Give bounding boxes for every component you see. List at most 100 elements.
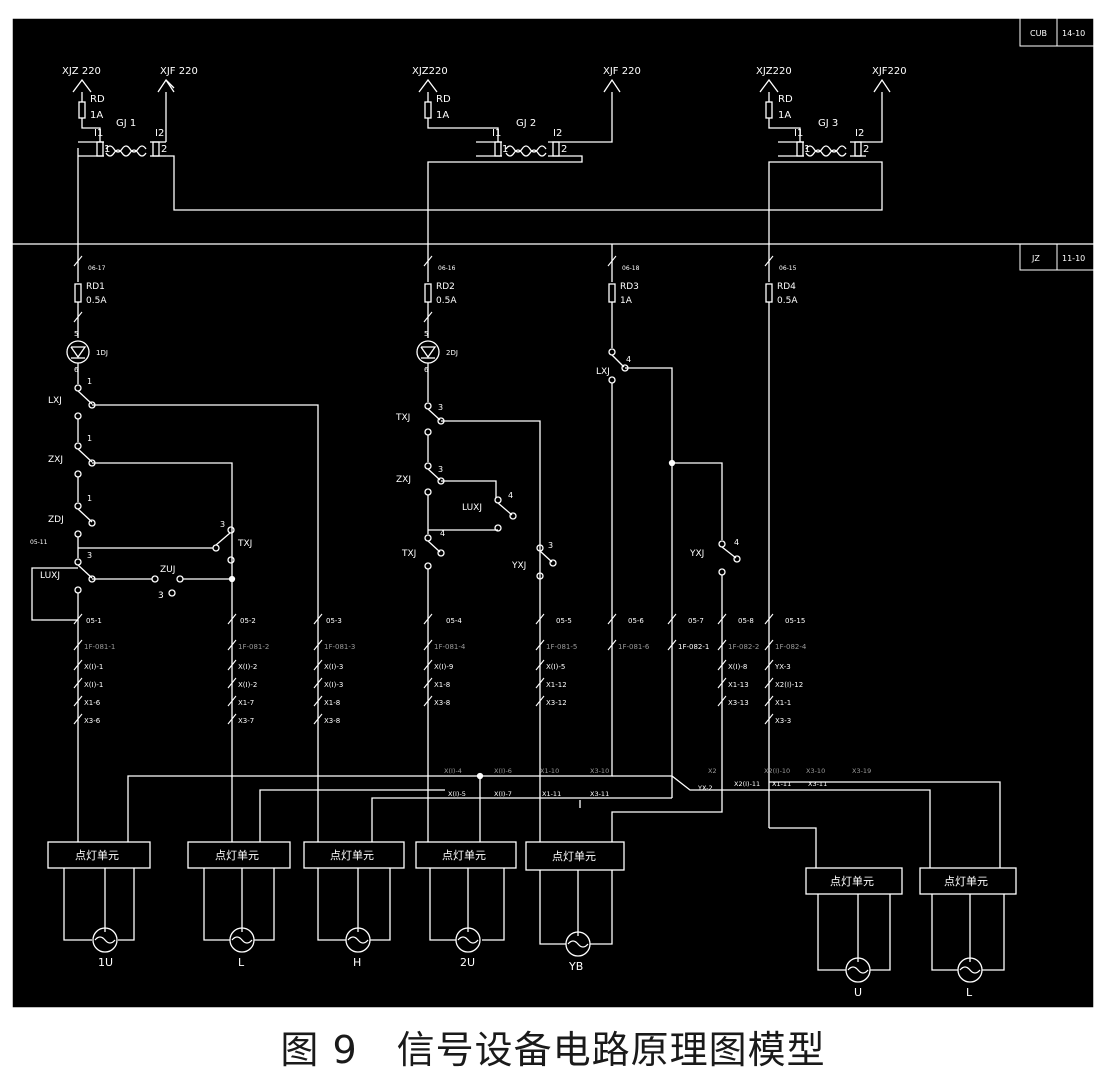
relay-contact-lxj-1: 1	[87, 377, 92, 386]
unit-box-label-6: 点灯单元	[830, 875, 874, 888]
term-col8-t4: X1-13	[728, 681, 749, 689]
term-col9-t5: X1-1	[775, 699, 791, 707]
term-col8-t5: X3-13	[728, 699, 749, 707]
relay-contact-luxj-2: 4	[508, 491, 513, 500]
signal-lamp-icon	[845, 957, 871, 983]
fuse-rating-4: 0.5A	[777, 296, 798, 306]
unit-box	[415, 841, 517, 869]
term-col1-t1: 05-1	[86, 617, 102, 625]
gj-pin-2-1: 2	[161, 144, 167, 155]
relay-txj-2: TXJ	[395, 413, 410, 423]
xjf-label-2: XJF 220	[603, 66, 641, 77]
term-col1-t2: 1F-081-1	[84, 643, 115, 651]
fuse-term-2: 06-16	[438, 265, 456, 272]
terminal-marks-col-2	[227, 613, 237, 725]
rd-label-1: RD	[90, 94, 105, 105]
gj-pin-2-2: 2	[561, 144, 567, 155]
term-col9-t2: 1F-082-4	[775, 643, 807, 651]
term-col4-t5: X3-8	[434, 699, 450, 707]
gj-label-1: GJ 1	[116, 118, 136, 129]
term-col3-t6: X3-8	[324, 717, 340, 725]
gj-pin-i2-3: I2	[855, 128, 864, 139]
bus-bottom-label-2: X(I)-7	[494, 790, 512, 798]
gj-pin-i1-1: I1	[94, 128, 103, 139]
bus-top-label-2: X(I)-6	[494, 767, 512, 775]
figure-caption: 图 9 信号设备电路原理图模型	[280, 1028, 826, 1072]
term-col5-t5: X3-12	[546, 699, 567, 707]
relay-contact-txj-2: 3	[438, 403, 443, 412]
relay-contact-yxj-1: 3	[548, 541, 553, 550]
signal-lamp-icon	[455, 927, 481, 953]
relay-contact-zdj: 1	[87, 494, 92, 503]
schematic-panel	[11, 17, 1095, 1009]
rd-label-2: RD	[436, 94, 451, 105]
xjz-label-1: XJZ 220	[62, 66, 101, 77]
gj-pin-1-1: 1	[104, 144, 110, 155]
term-col6-t2: 1F-081-6	[618, 643, 650, 651]
term-col8-t2: 1F-082-2	[728, 643, 759, 651]
xjz-label-2: XJZ220	[412, 66, 448, 77]
term-col2-t2: 1F-081-2	[238, 643, 269, 651]
relay-contact-zuj: 3	[158, 591, 164, 601]
title-block-top-cell2: 14-10	[1062, 29, 1085, 38]
fuse-label-2: RD2	[436, 282, 455, 292]
relay-txj-3: TXJ	[401, 549, 416, 559]
fuse-term-1: 06-17	[88, 265, 106, 272]
rd-rating-1: 1A	[90, 110, 103, 121]
term-col5-t3: X(I)-5	[546, 663, 565, 671]
lamp-relay-label-1: 1DJ	[96, 349, 108, 357]
term-col4-t4: X1-8	[434, 681, 450, 689]
signal-lamp-icon	[345, 927, 371, 953]
unit-box	[47, 841, 151, 869]
supply-wiring	[72, 78, 891, 244]
term-col2-t4: X(I)-2	[238, 681, 257, 689]
relay-zdj: ZDJ	[48, 515, 64, 525]
lamp-unit-1	[47, 841, 151, 953]
term-col8-t1: 05-8	[738, 617, 754, 625]
circuit-schematic: CUB 14-10 JZ 11-10	[11, 17, 1095, 1009]
term-col2-t5: X1-7	[238, 699, 254, 707]
relay-luxj-2: LUXJ	[462, 503, 482, 513]
title-blocks	[1019, 17, 1095, 271]
bus-bottom-label-8: X3-11	[808, 780, 827, 788]
signal-lamp-icon	[229, 927, 255, 953]
relay-zxj-2: ZXJ	[396, 475, 411, 485]
gj-pin-i1-3: I1	[794, 128, 803, 139]
relay-yxj-1: YXJ	[511, 561, 526, 571]
term-col3-t2: 1F-081-3	[324, 643, 355, 651]
gj-pin-2-3: 2	[863, 144, 869, 155]
term-col1-t3: X(I)-1	[84, 663, 103, 671]
bus-top-label-8: X3-19	[852, 767, 871, 775]
term-col4-t3: X(I)-9	[434, 663, 453, 671]
node-05-11: 05-11	[30, 539, 48, 546]
terminal-marks-col-8	[717, 613, 727, 707]
lamp-unit-3	[303, 841, 405, 953]
lamp-label-2: L	[238, 956, 245, 969]
unit-box	[187, 841, 291, 869]
term-col6-t1: 05-6	[628, 617, 644, 625]
lamp-label-7: L	[966, 986, 973, 999]
gj-pin-i2-2: I2	[553, 128, 562, 139]
term-col9-t3: YX-3	[774, 663, 791, 671]
bus-top-label-4: X3-10	[590, 767, 609, 775]
gj-pin-i1-2: I1	[492, 128, 501, 139]
unit-box	[525, 841, 625, 871]
lamp-relay-label-2: 2DJ	[446, 349, 458, 357]
lamp-unit-6	[805, 867, 903, 983]
unit-box	[303, 841, 405, 869]
term-col2-t1: 05-2	[240, 617, 256, 625]
main-wiring	[31, 244, 1001, 868]
terminal-marks	[73, 255, 774, 725]
bus-top-label-1: X(I)-4	[444, 767, 462, 775]
fuse-label-4: RD4	[777, 282, 796, 292]
terminal-marks-col-6	[607, 255, 617, 651]
gj-pin-1-2: 1	[502, 144, 508, 155]
term-col3-t1: 05-3	[326, 617, 342, 625]
unit-box-label-1: 点灯单元	[75, 849, 119, 862]
relay-zuj: ZUJ	[160, 565, 175, 575]
term-col7-t2: 1F-082-1	[678, 643, 709, 651]
gj-label-2: GJ 2	[516, 118, 536, 129]
terminal-marks-col-1	[73, 255, 83, 725]
term-col5-t2: 1F-081-5	[546, 643, 577, 651]
term-col9-t4: X2(I)-12	[775, 681, 803, 689]
